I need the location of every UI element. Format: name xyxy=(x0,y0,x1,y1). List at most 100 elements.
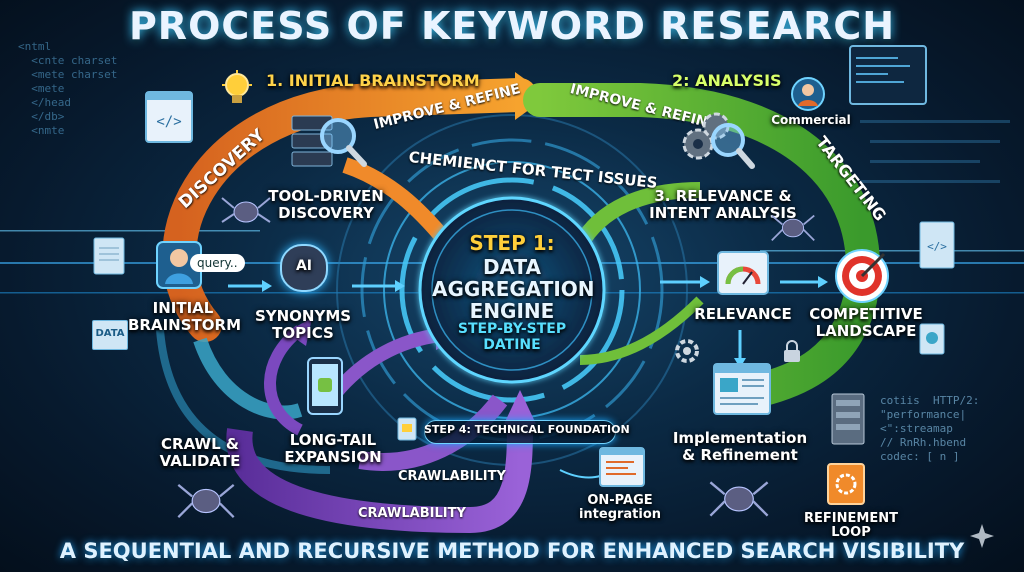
purple-arc-inner xyxy=(358,394,508,471)
node-tool-driven-line2: DISCOVERY xyxy=(278,203,374,222)
node-competitive-line1: COMPETITIVE xyxy=(809,305,923,323)
center-line2: AGGREGATION xyxy=(432,277,595,301)
node-competitive: COMPETITIVE LANDSCAPE xyxy=(806,306,926,339)
node-long-tail: LONG-TAIL EXPANSION xyxy=(278,432,388,465)
node-relevance: RELEVANCE xyxy=(694,305,792,323)
code-line-4: // RnRh.hbend xyxy=(880,436,967,449)
node-relevance-intent-line1: 3. RELEVANCE & xyxy=(654,187,792,205)
node-on-page-line1: ON-PAGE xyxy=(587,493,653,508)
teal-arc-left xyxy=(193,337,303,420)
center-line1: DATA xyxy=(482,255,542,279)
arc-label-crawlability-inner: CRAWLABILITY xyxy=(398,469,506,484)
orange-inner-arc xyxy=(342,157,452,246)
green-inner-arc xyxy=(573,182,701,250)
sparkle-icon xyxy=(970,524,994,548)
node-tool-driven: TOOL-DRIVEN DISCOVERY xyxy=(266,188,386,221)
purple-arc-outer xyxy=(226,419,533,534)
on-page-window-icon xyxy=(599,447,645,487)
code-window-icon: </> xyxy=(145,91,193,143)
node-initial-line1: INITIAL xyxy=(152,299,214,317)
query-bubble: query.. xyxy=(190,254,245,272)
purple-left-arrowhead xyxy=(286,318,312,346)
node-crawl-line2: VALIDATE xyxy=(159,451,241,470)
node-refinement-loop-line1: REFINEMENT xyxy=(804,511,898,526)
node-crawl-line1: CRAWL & xyxy=(161,435,239,453)
page-title: PROCESS OF KEYWORD RESEARCH xyxy=(128,4,896,48)
magnifier-server-icon xyxy=(291,115,367,167)
gauge-icon xyxy=(717,251,769,295)
phase-label-technical: STEP 4: TECHNICAL FOUNDATION xyxy=(424,423,630,436)
spider-icon-right xyxy=(771,214,815,242)
ai-spider-icon: AI xyxy=(280,244,328,292)
center-sub1: STEP-BY-STEP xyxy=(457,321,567,337)
node-refinement-loop: REFINEMENT LOOP xyxy=(796,511,906,541)
spider-icon-bottom-left xyxy=(177,483,235,518)
code-line-5: codec: [ n ] xyxy=(880,450,960,463)
node-on-page-line2: integration xyxy=(578,507,662,523)
svg-text:</>: </> xyxy=(156,114,181,130)
file-icon xyxy=(919,323,945,355)
node-initial-line2: BRAINSTORM xyxy=(128,315,241,334)
server-icon xyxy=(831,393,865,445)
purple-outer-arrowhead xyxy=(504,390,536,424)
node-relevance-intent-line2: INTENT ANALYSIS xyxy=(649,203,797,222)
spider-icon xyxy=(221,197,271,223)
data-file-label: DATA xyxy=(95,328,125,339)
node-long-tail-line2: EXPANSION xyxy=(284,447,382,466)
data-file-icon: DATA xyxy=(92,320,128,350)
node-implementation-line1: Implementation xyxy=(672,429,808,447)
center-line3: ENGINE xyxy=(469,299,555,323)
node-on-page: ON-PAGE integration xyxy=(570,493,670,523)
gears-magnifier-icon xyxy=(682,112,755,169)
node-refinement-loop-line2: LOOP xyxy=(831,525,871,541)
teal-arc-left-outer xyxy=(156,329,331,474)
page-subtitle: A SEQUENTIAL AND RECURSIVE METHOD FOR EN… xyxy=(59,539,965,563)
node-implementation-line2: & Refinement xyxy=(682,445,798,464)
document-icon xyxy=(93,237,125,275)
code-panel-left: <ntml <cnte charset <mete charset <mete … xyxy=(18,40,118,137)
node-tool-driven-line1: TOOL-DRIVEN xyxy=(268,187,384,205)
spider-icon-bottom-right xyxy=(709,481,769,517)
node-synonyms: SYNONYMS TOPICS xyxy=(248,308,358,341)
code-line-3: <":streamap xyxy=(880,422,953,435)
phase-label-analysis: 2: ANALYSIS xyxy=(672,71,782,90)
center-step: STEP 1: xyxy=(469,231,555,255)
code-document-icon: </> xyxy=(919,221,955,269)
code-line-1: cotiis HTTP/2: xyxy=(880,394,980,407)
node-initial-brainstorm: INITIAL BRAINSTORM xyxy=(128,299,241,334)
lock-icon xyxy=(784,340,800,362)
orange-arc xyxy=(162,78,537,342)
node-competitive-line2: LANDSCAPE xyxy=(815,321,917,340)
svg-text:</>: </> xyxy=(927,240,947,253)
small-file-icon xyxy=(397,417,417,441)
browser-layout-icon xyxy=(713,363,771,415)
node-crawl-validate: CRAWL & VALIDATE xyxy=(150,436,250,469)
technical-foundation-pill xyxy=(424,420,616,444)
refinement-gear-icon xyxy=(827,463,865,505)
code-line-2: "performance| xyxy=(880,408,967,421)
phase-label-brainstorm: 1. INITIAL BRAINSTORM xyxy=(266,71,480,90)
code-panel-right xyxy=(860,120,1010,183)
ai-icon-label: AI xyxy=(295,258,313,274)
green-lower-arc xyxy=(579,296,704,365)
commercial-person-icon xyxy=(791,77,825,111)
node-synonyms-line2: TOPICS xyxy=(272,323,334,342)
mobile-phone-icon xyxy=(307,357,343,415)
node-implementation: Implementation & Refinement xyxy=(660,430,820,463)
code-monitor-icon xyxy=(849,45,927,105)
target-icon xyxy=(835,249,889,303)
code-text-right: cotiis HTTP/2:"performance|<":streamap//… xyxy=(880,394,979,464)
center-disk xyxy=(418,196,606,384)
purple-arc-left xyxy=(264,325,304,436)
flow-arrows xyxy=(228,280,818,358)
node-relevance-intent: 3. RELEVANCE & INTENT ANALYSIS xyxy=(648,188,798,221)
gear-icon xyxy=(675,339,699,363)
node-long-tail-line1: LONG-TAIL xyxy=(289,431,377,449)
node-synonyms-line1: SYNONYMS xyxy=(254,307,352,325)
node-commercial: Commercial xyxy=(771,113,851,127)
center-sub2: DATINE xyxy=(483,337,541,353)
lightbulb-icon xyxy=(222,70,252,103)
arc-label-crawlability-outer: CRAWLABILITY xyxy=(358,506,466,521)
